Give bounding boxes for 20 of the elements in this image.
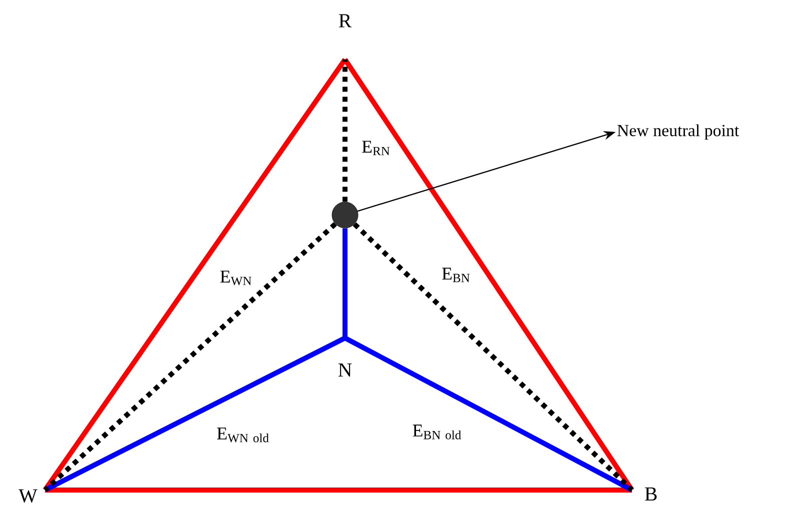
vertex-label: B [644, 487, 657, 501]
dotted-line [342, 59, 348, 202]
dotted-line [43, 222, 337, 492]
phase-line [44, 336, 346, 492]
phase-line [342, 228, 348, 338]
vertex-label: R [338, 14, 352, 28]
edge-label: $\mathrm{E}_{\mathrm{BN\ old}}$ [412, 424, 462, 440]
edge-label: $\mathrm{E}_{\mathrm{WN\ old}}$ [217, 428, 269, 442]
vertex-label: W [18, 489, 38, 503]
phase-line [342, 58, 634, 492]
dotted-line [352, 222, 634, 492]
phase-line [344, 336, 634, 492]
vertex-label: N [338, 363, 352, 377]
phase-line [45, 488, 632, 492]
neutral-point-dot [332, 202, 358, 228]
edge-label: $\mathrm{E}_{\mathrm{BN}}$ [442, 268, 470, 282]
edge-label: $\mathrm{E}_{\mathrm{WN}}$ [220, 270, 252, 286]
edge-label: $\mathrm{E}_{\mathrm{RN}}$ [362, 140, 390, 156]
phase-line [42, 58, 348, 492]
callout-text: New neutral point [617, 124, 740, 140]
